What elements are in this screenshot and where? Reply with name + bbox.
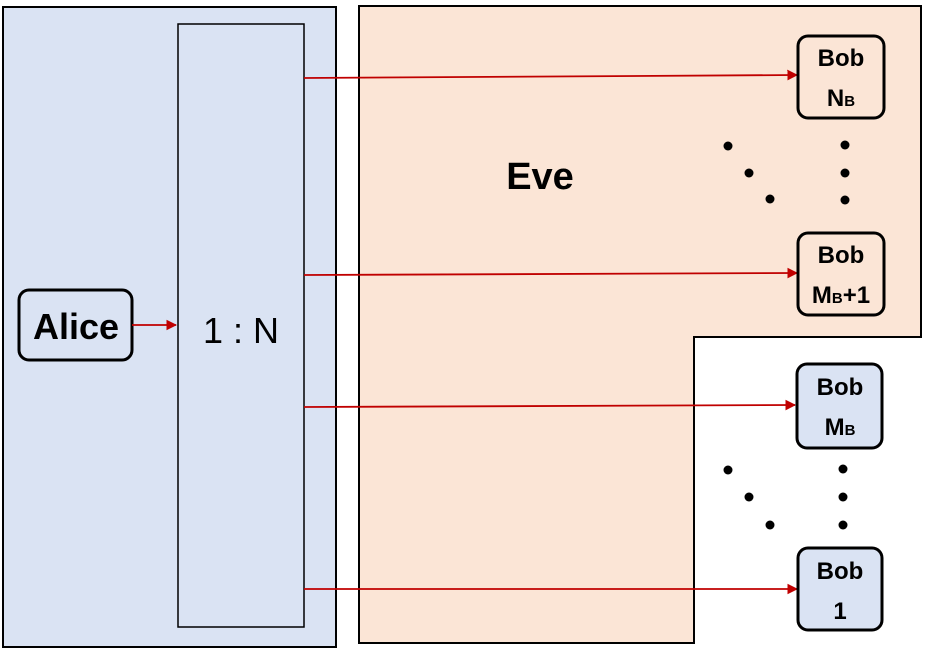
bob-1-label: Bob (817, 558, 864, 585)
bob-mb-box (795, 362, 884, 450)
vertical-ellipsis-icon (840, 140, 850, 205)
splitter-label: 1 : N (203, 310, 279, 351)
bob-nb-label: Bob (818, 45, 865, 72)
bob-mb-plus-1-label: Bob (818, 242, 865, 269)
bob-nb-index: NB (827, 85, 855, 112)
eve-label: Eve (506, 156, 574, 198)
bob-mb-label: Bob (817, 374, 864, 401)
eve-region (358, 5, 922, 644)
bob-1-box (796, 546, 884, 632)
splitter-box (177, 23, 305, 628)
arrow-to-bob-mb (303, 399, 797, 411)
bob-1-index: 1 (833, 598, 846, 625)
alice-label: Alice (33, 306, 119, 347)
diagonal-ellipsis-icon (723, 465, 775, 530)
bob-mb-plus-1-index: MB+1 (812, 282, 870, 309)
arrow-to-bob-nb (303, 69, 799, 81)
diagonal-ellipsis-icon (723, 141, 775, 204)
bob-mb-index: MB (825, 414, 856, 441)
bob-mb-plus-1-box (796, 231, 886, 317)
vertical-ellipsis-icon (838, 464, 848, 530)
bob-nb-box (796, 34, 886, 120)
arrow-to-bob-mb1 (303, 267, 799, 279)
